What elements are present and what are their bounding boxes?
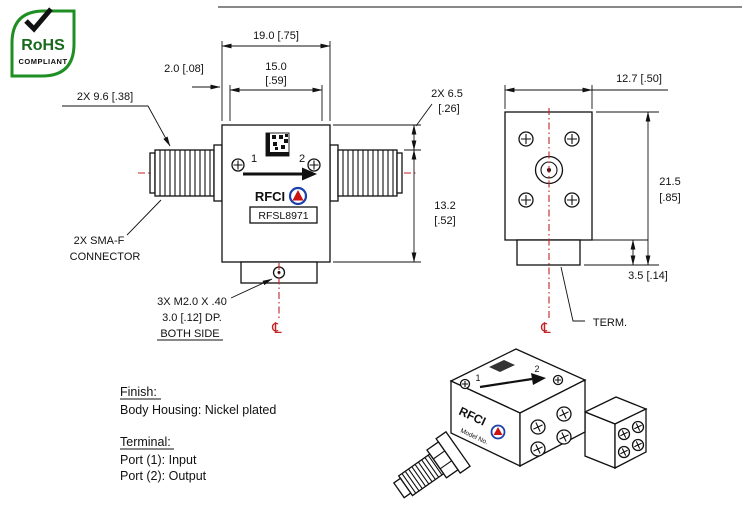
datamatrix-icon (265, 132, 290, 157)
dim-body-height-in: [.52] (434, 215, 455, 227)
screw-icon (459, 378, 471, 390)
notes-block: Finish: Body Housing: Nickel plated Term… (120, 385, 276, 483)
iso-brand-logo-icon (490, 424, 506, 440)
screw-icon (552, 374, 564, 386)
iso-view: 1 2 RFCI Model No. (392, 348, 648, 499)
brand-logo-icon (288, 186, 308, 206)
dim-inner-width-in: [.59] (265, 75, 286, 87)
finish-heading: Finish: (120, 385, 157, 399)
terminal-heading: Terminal: (120, 435, 171, 449)
model-box (249, 206, 318, 224)
front-centerline: ℄ (271, 263, 282, 337)
centerline-symbol: ℄ (540, 319, 551, 337)
dim-total-width: 19.0 [.75] (253, 30, 299, 42)
connector-note-line1: 2X SMA-F (74, 235, 125, 247)
screw-note: 3X M2.0 X .40 3.0 [.12] DP. BOTH SIDE (157, 278, 273, 341)
dim-height-in: [.85] (659, 192, 680, 204)
dim-connector-length-group: 2X 9.6 [.38] (62, 91, 171, 147)
screw-icon (231, 158, 245, 172)
port1-note: Port (1): Input (120, 453, 197, 467)
terminal-note: TERM. (560, 266, 627, 329)
port1-label: 1 (251, 153, 257, 165)
side-centerline: ℄ (540, 108, 551, 337)
screw-icon (530, 441, 546, 457)
finish-line: Body Housing: Nickel plated (120, 403, 276, 417)
iso-direction-arrow-icon (479, 373, 546, 389)
dim-flange-group: 3.5 [.14] (584, 239, 668, 282)
dim-edge-offset: 2.0 [.08] (164, 63, 204, 75)
dim-edge-offset-group: 2.0 [.08] (164, 63, 221, 90)
dim-port-drop-group: 2X 6.5 [.26] (333, 88, 463, 151)
centerline-symbol: ℄ (271, 319, 282, 337)
connector-note-line2: CONNECTOR (70, 251, 141, 263)
dim-height-mm: 21.5 (659, 176, 680, 188)
rohs-title: RoHS (21, 37, 65, 54)
screw-icon (564, 131, 580, 147)
rohs-badge: RoHS COMPLIANT (10, 7, 76, 78)
model-text: RFSL8971 (258, 210, 308, 222)
dim-port-drop-in: [.26] (438, 103, 459, 115)
dim-depth: 12.7 [.50] (616, 73, 662, 85)
screw-icon (617, 445, 631, 459)
screw-icon (530, 419, 546, 435)
rohs-subtitle: COMPLIANT (18, 57, 67, 66)
screw-icon (564, 192, 580, 208)
dim-height-group: 21.5 [.85] (584, 111, 681, 266)
screw-icon (631, 420, 645, 434)
screw-icon (518, 192, 534, 208)
direction-arrow-icon (243, 167, 317, 181)
checkmark-icon (24, 7, 53, 33)
dim-body-height-group: 13.2 [.52] (333, 149, 456, 263)
terminal-label: TERM. (593, 317, 627, 329)
dim-port-drop-mm: 2X 6.5 (431, 88, 463, 100)
brand-text: RFCI (255, 189, 285, 204)
sma-connector-note: 2X SMA-F CONNECTOR (70, 199, 162, 263)
iso-datamatrix-icon (489, 360, 515, 372)
dim-inner-width-mm: 15.0 (265, 61, 286, 73)
port2-label: 2 (299, 153, 305, 165)
dim-flange-height: 3.5 [.14] (628, 270, 668, 282)
port2-note: Port (2): Output (120, 469, 207, 483)
dim-connector-length: 2X 9.6 [.38] (77, 91, 133, 103)
iso-port2-label: 2 (534, 364, 539, 374)
screw-icon (518, 131, 534, 147)
dim-depth-group: 12.7 [.50] (504, 73, 668, 109)
front-view: 1 2 RFCI RFSL8971 (138, 124, 417, 284)
screw-icon (617, 427, 631, 441)
screw-icon (556, 406, 572, 422)
screw-note-line2: 3.0 [.12] DP. (162, 312, 222, 324)
screw-icon (307, 158, 321, 172)
screw-note-line3: BOTH SIDE (160, 328, 219, 340)
iso-sma-connector (392, 430, 471, 499)
sma-connector-right (329, 144, 403, 202)
dim-inner-width-group: 15.0 [.59] (229, 61, 323, 121)
rohs-leaf-icon (10, 9, 76, 78)
screw-icon (631, 438, 645, 452)
iso-port1-label: 1 (475, 373, 480, 383)
dim-total-width-group: 19.0 [.75] (221, 30, 331, 121)
sma-connector-left (149, 144, 223, 202)
screw-icon (556, 429, 572, 445)
dim-body-height-mm: 13.2 (434, 200, 455, 212)
screw-note-line1: 3X M2.0 X .40 (157, 296, 227, 308)
iso-terminal-block (583, 396, 648, 470)
